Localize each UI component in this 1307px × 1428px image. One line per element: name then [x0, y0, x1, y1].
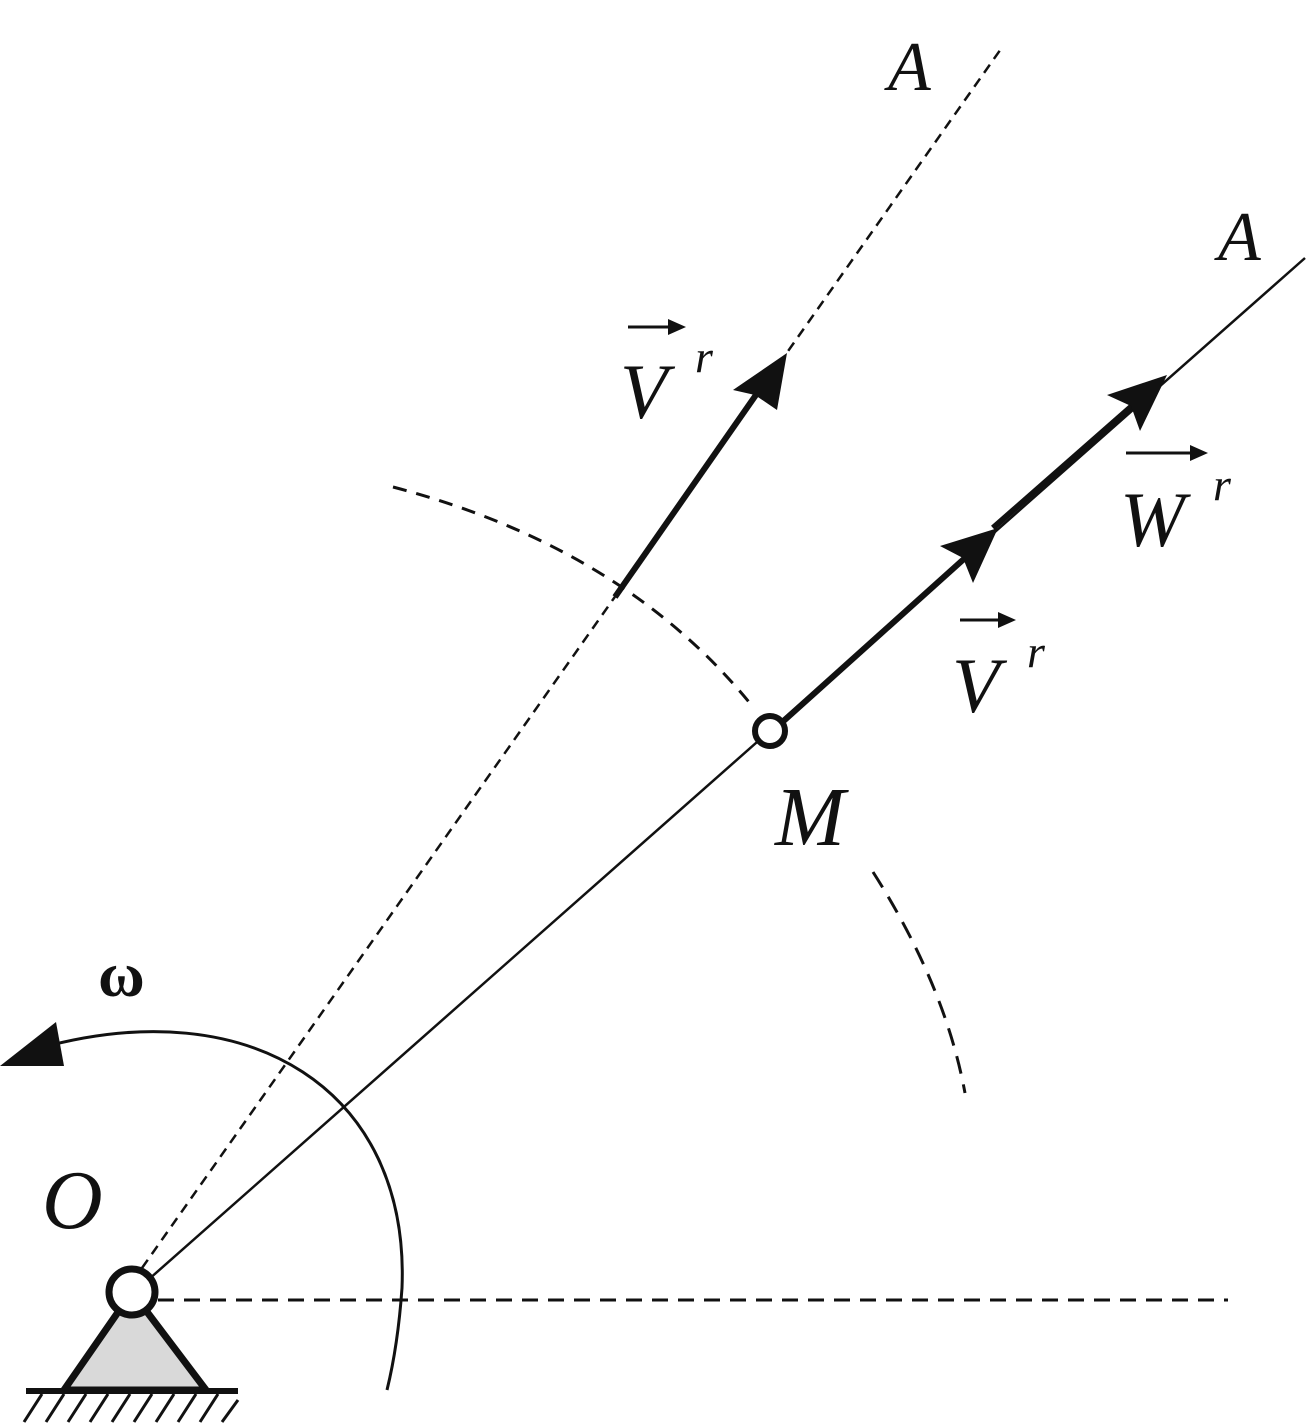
- rotation-arrow-icon: [0, 1022, 64, 1066]
- rod-oa-displaced-dashed-line: [140, 45, 1005, 1269]
- label-omega: ω: [98, 939, 145, 1010]
- rod-oa-line: [147, 257, 1306, 1281]
- label-a-solid: A: [1214, 199, 1261, 276]
- label-vr-upper-main: V: [620, 348, 676, 435]
- rotation-arc: [39, 1030, 404, 1391]
- label-m: M: [774, 771, 849, 864]
- label-wr: W r: [1120, 445, 1232, 563]
- vector-wr-shaft: [991, 403, 1134, 531]
- vector-vr-upper-arrowhead: [733, 353, 787, 410]
- vector-vr-shaft: [765, 555, 968, 738]
- trajectory-arc-lower: [871, 871, 967, 1094]
- label-wr-main: W: [1120, 476, 1191, 563]
- fixed-support-icon: [22, 1288, 240, 1423]
- label-vr-upper: V r: [620, 319, 714, 435]
- trajectory-arc-upper: [392, 485, 755, 708]
- pivot-joint-icon: [105, 1265, 159, 1319]
- label-wr-sup: r: [1213, 459, 1232, 510]
- label-vr-lower: V r: [952, 612, 1046, 729]
- vector-vr-upper-shaft: [612, 390, 761, 599]
- label-vr-lower-main: V: [952, 642, 1008, 729]
- label-vr-upper-sup: r: [695, 331, 714, 382]
- vector-vr-arrowhead: [940, 528, 998, 583]
- label-vr-lower-sup: r: [1027, 626, 1046, 677]
- vector-wr-arrowhead: [1107, 375, 1167, 431]
- label-a-dashed: A: [884, 29, 931, 106]
- slider-point-icon: [752, 713, 788, 749]
- label-o: O: [42, 1154, 103, 1247]
